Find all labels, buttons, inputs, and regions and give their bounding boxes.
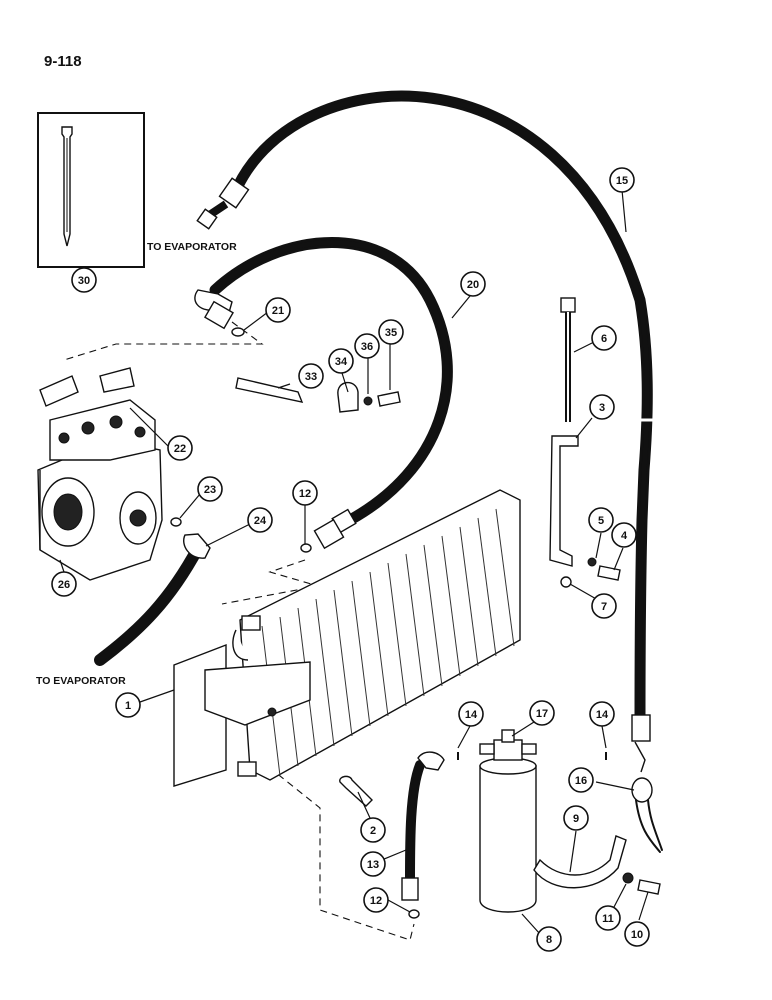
caption-to-evaporator-bottom: TO EVAPORATOR xyxy=(36,675,126,687)
callout-12-lower-label: 12 xyxy=(370,895,382,907)
oring-12b xyxy=(408,909,420,919)
screw-2 xyxy=(339,775,373,807)
callout-3-label: 3 xyxy=(599,402,605,414)
callout-10-label: 10 xyxy=(631,929,643,941)
callout-17: 17 xyxy=(529,700,555,726)
callout-30-label: 30 xyxy=(78,275,90,287)
condenser xyxy=(173,489,521,787)
callout-15: 15 xyxy=(609,167,635,193)
bolt-10 xyxy=(637,879,661,895)
caption-to-evaporator-top: TO EVAPORATOR xyxy=(147,241,237,253)
callout-1-label: 1 xyxy=(125,700,131,712)
callout-11: 11 xyxy=(595,905,621,931)
callout-36: 36 xyxy=(354,333,380,359)
callout-15-label: 15 xyxy=(616,175,628,187)
callout-16-label: 16 xyxy=(575,775,587,787)
callout-13-label: 13 xyxy=(367,859,379,871)
callout-21-label: 21 xyxy=(272,305,284,317)
tube-33 xyxy=(235,377,304,403)
leader-lines xyxy=(129,189,649,935)
callout-34: 34 xyxy=(328,348,354,374)
callout-20-label: 20 xyxy=(467,279,479,291)
callout-16: 16 xyxy=(568,767,594,793)
clamp-9 xyxy=(533,835,627,889)
callout-14-left: 14 xyxy=(458,701,484,727)
callout-5-label: 5 xyxy=(598,515,604,527)
callout-13: 13 xyxy=(360,851,386,877)
callout-22-label: 22 xyxy=(174,443,186,455)
callout-10: 10 xyxy=(624,921,650,947)
callout-4-label: 4 xyxy=(621,530,628,542)
callout-35: 35 xyxy=(378,319,404,345)
callout-24-label: 24 xyxy=(254,515,267,527)
callout-2: 2 xyxy=(360,817,386,843)
callout-34-label: 34 xyxy=(335,356,348,368)
callout-3: 3 xyxy=(589,394,615,420)
callout-6: 6 xyxy=(591,325,617,351)
hose-20 xyxy=(194,237,453,550)
screw-35 xyxy=(377,391,401,407)
callout-17-label: 17 xyxy=(536,708,548,720)
callout-12-upper-label: 12 xyxy=(299,488,311,500)
oring-23 xyxy=(170,517,182,527)
callout-4: 4 xyxy=(611,522,637,548)
callout-6-label: 6 xyxy=(601,333,607,345)
callout-23: 23 xyxy=(197,476,223,502)
oring-12a xyxy=(300,543,312,553)
callout-8-label: 8 xyxy=(546,934,552,946)
callout-14-right: 14 xyxy=(589,701,615,727)
oring-21 xyxy=(231,327,245,337)
dash-line-12a xyxy=(221,559,319,605)
callout-9: 9 xyxy=(563,805,589,831)
hose-24 xyxy=(94,533,211,666)
bolt-6 xyxy=(560,297,576,422)
callout-26: 26 xyxy=(51,571,77,597)
callout-33: 33 xyxy=(298,363,324,389)
callout-36-label: 36 xyxy=(361,341,373,353)
nut-7 xyxy=(560,576,572,588)
page-number: 9-118 xyxy=(44,53,82,70)
receiver-drier xyxy=(457,729,607,913)
dash-line-12b xyxy=(249,751,415,941)
dash-line-21 xyxy=(63,321,264,361)
bracket-3 xyxy=(549,435,579,567)
callout-8: 8 xyxy=(536,926,562,952)
hose-13 xyxy=(401,751,445,901)
callout-7: 7 xyxy=(591,593,617,619)
callout-35-label: 35 xyxy=(385,327,397,339)
callout-12-lower: 12 xyxy=(363,887,389,913)
callout-23-label: 23 xyxy=(204,484,216,496)
callout-21: 21 xyxy=(265,297,291,323)
callout-2-label: 2 xyxy=(370,825,376,837)
callout-14-left-label: 14 xyxy=(465,709,478,721)
washer-36 xyxy=(363,396,373,406)
washer-11 xyxy=(622,872,634,884)
callout-7-label: 7 xyxy=(601,601,607,613)
hose-15 xyxy=(196,90,656,773)
callout-14-right-label: 14 xyxy=(596,709,609,721)
callout-11-label: 11 xyxy=(602,913,614,925)
switch-16 xyxy=(631,777,663,853)
callout-9-label: 9 xyxy=(573,813,579,825)
clip-34 xyxy=(337,381,359,413)
callout-30: 30 xyxy=(71,267,97,293)
callout-1: 1 xyxy=(115,692,141,718)
callout-22: 22 xyxy=(167,435,193,461)
callout-20: 20 xyxy=(460,271,486,297)
callout-5: 5 xyxy=(588,507,614,533)
washer-5 xyxy=(587,557,597,567)
callout-12-upper: 12 xyxy=(292,480,318,506)
bolt-4 xyxy=(597,565,621,581)
callout-33-label: 33 xyxy=(305,371,317,383)
callout-26-label: 26 xyxy=(58,579,70,591)
callout-24: 24 xyxy=(247,507,273,533)
inset-box-pin xyxy=(37,112,145,270)
compressor xyxy=(37,367,163,581)
